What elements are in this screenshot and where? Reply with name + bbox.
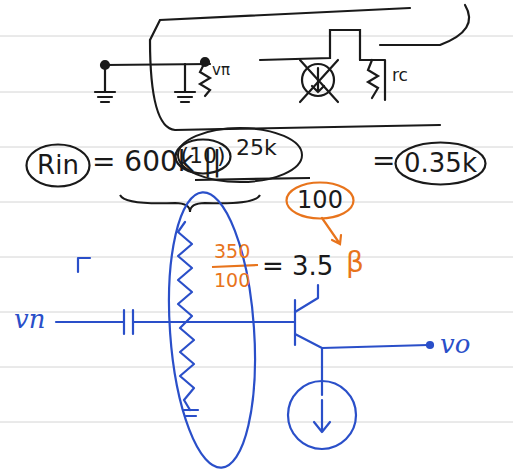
circled-term: Rin (25, 143, 91, 188)
ellipse-shape (396, 143, 486, 185)
ellipse-shape (287, 183, 354, 219)
denominator: 100 (214, 270, 250, 291)
signal-name: vn (14, 305, 45, 334)
numerator: 350 (214, 241, 250, 262)
fraction-bar (195, 178, 310, 180)
orange-fraction-bar (212, 265, 258, 267)
term-text: Rin (37, 151, 79, 180)
ruled-lines (0, 36, 513, 422)
beta-label: β (346, 248, 364, 279)
ellipse-shape (27, 145, 90, 187)
top-circuit (95, 5, 469, 130)
equation-text: = 600k || (92, 147, 222, 178)
circled-term: 0.35k (394, 141, 487, 186)
term-text: 0.35k (404, 149, 477, 178)
circled-term: 100 (285, 181, 355, 220)
resistor-label: rc (392, 66, 408, 85)
equation-text: 25k (236, 136, 277, 160)
orange-arrow (322, 218, 341, 244)
brace (120, 195, 260, 212)
voltage-label: vπ (212, 62, 230, 79)
equation-text: = (372, 146, 395, 177)
signal-name: vo (440, 330, 470, 359)
equation-text: = 3.5 (262, 252, 333, 281)
blue-circuit (56, 189, 433, 470)
term-text: 100 (297, 187, 343, 213)
